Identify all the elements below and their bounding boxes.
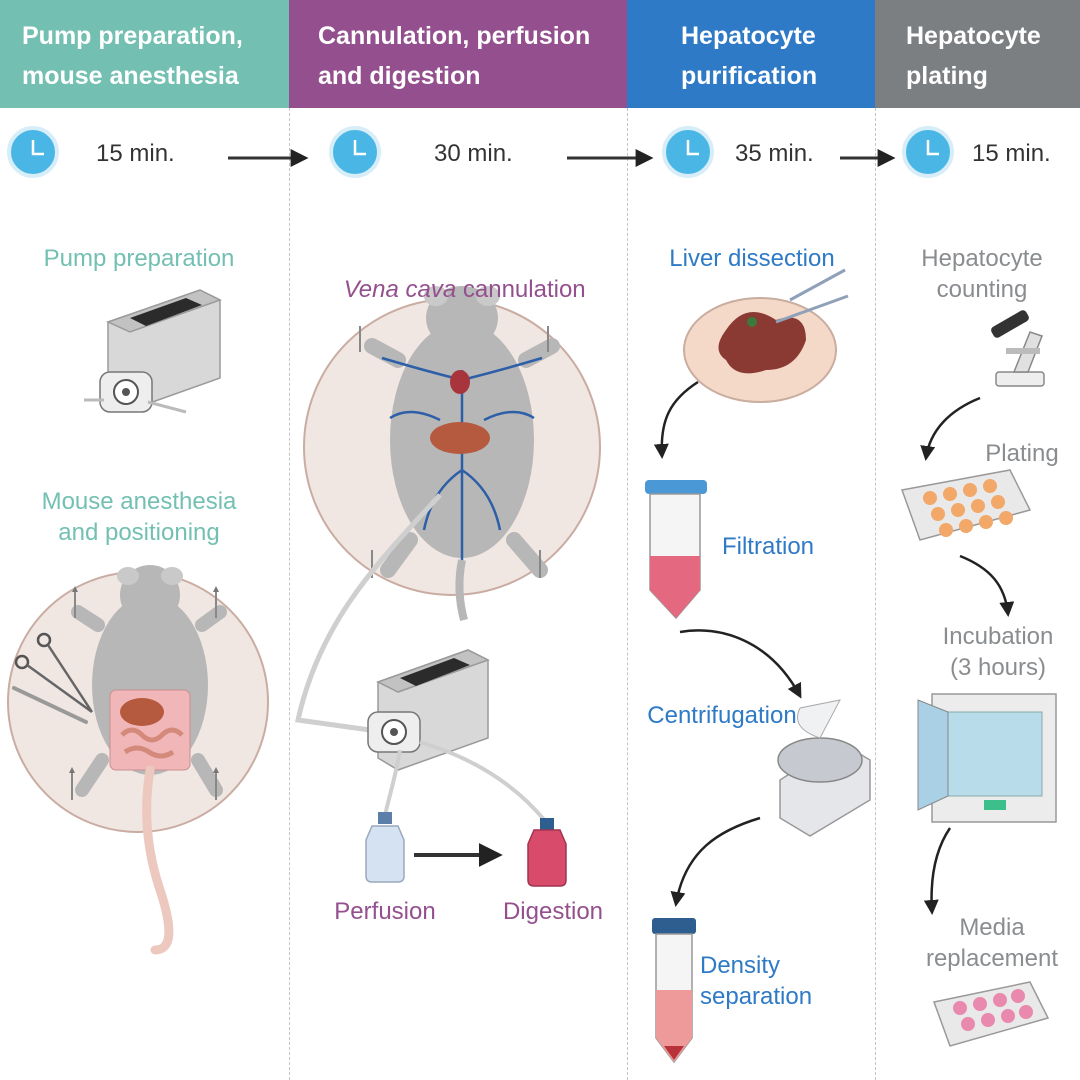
header-stage-4-title: Hepatocyte plating (906, 22, 1041, 90)
label-plating: Plating (985, 440, 1059, 467)
pump-icon (367, 649, 490, 771)
incubator-icon (917, 693, 1057, 823)
label-cannulation: cannulation (456, 276, 586, 303)
header-stage-3-title: Hepatocyte purification (681, 22, 818, 90)
time-stage-1: 15 min. (96, 140, 175, 167)
well-plate-icon (932, 981, 1050, 1047)
label-liver-dissection: Liver dissection (669, 245, 835, 272)
bottle-icon (527, 818, 567, 887)
label-vena-cava-cannulation: Vena cava cannulation (289, 243, 627, 305)
header-stage-1-title: Pump preparation, mouse anesthesia (22, 22, 243, 90)
header-stage-4: Hepatocyte plating (875, 0, 1080, 108)
clock-icon (662, 126, 714, 178)
divider-1 (289, 108, 290, 1080)
mouse-icon (7, 565, 269, 955)
label-centrifugation: Centrifugation (647, 702, 797, 729)
pump-icon (84, 289, 222, 414)
scissors-icon (12, 632, 94, 724)
label-vena-cava-italic: Vena cava (343, 276, 457, 303)
label-incubation: Incubation (3 hours) (942, 623, 1054, 681)
header-stage-3: Hepatocyte purification (627, 0, 875, 108)
clock-icon (902, 126, 954, 178)
time-stage-2: 30 min. (434, 140, 513, 167)
label-hepatocyte-counting: Hepatocyte counting (921, 245, 1043, 303)
bottle-icon (365, 812, 405, 883)
label-filtration: Filtration (721, 533, 815, 560)
clock-icon (329, 126, 381, 178)
divider-3 (875, 108, 876, 1080)
tube-icon (652, 918, 696, 1064)
label-media-replacement: Media replacement (925, 914, 1059, 972)
label-pump-preparation: Pump preparation (43, 245, 235, 272)
label-mouse-anesthesia: Mouse anesthesia and positioning (41, 488, 237, 546)
well-plate-icon (900, 469, 1032, 541)
petri-dish-icon (683, 268, 849, 403)
header-stage-2: Cannulation, perfusion and digestion (289, 0, 627, 108)
clock-icon (7, 126, 59, 178)
microscope-icon (991, 310, 1045, 387)
time-stage-3: 35 min. (735, 140, 814, 167)
divider-2 (627, 108, 628, 1080)
header-stage-2-title: Cannulation, perfusion and digestion (318, 22, 591, 90)
time-stage-4: 15 min. (972, 140, 1051, 167)
centrifuge-icon (777, 699, 871, 837)
tube-icon (645, 480, 707, 620)
label-perfusion: Perfusion (334, 898, 436, 925)
mouse-icon (303, 286, 601, 622)
label-density-separation: Density separation (700, 952, 813, 1010)
header-stage-1: Pump preparation, mouse anesthesia (0, 0, 289, 108)
label-digestion: Digestion (502, 898, 604, 925)
